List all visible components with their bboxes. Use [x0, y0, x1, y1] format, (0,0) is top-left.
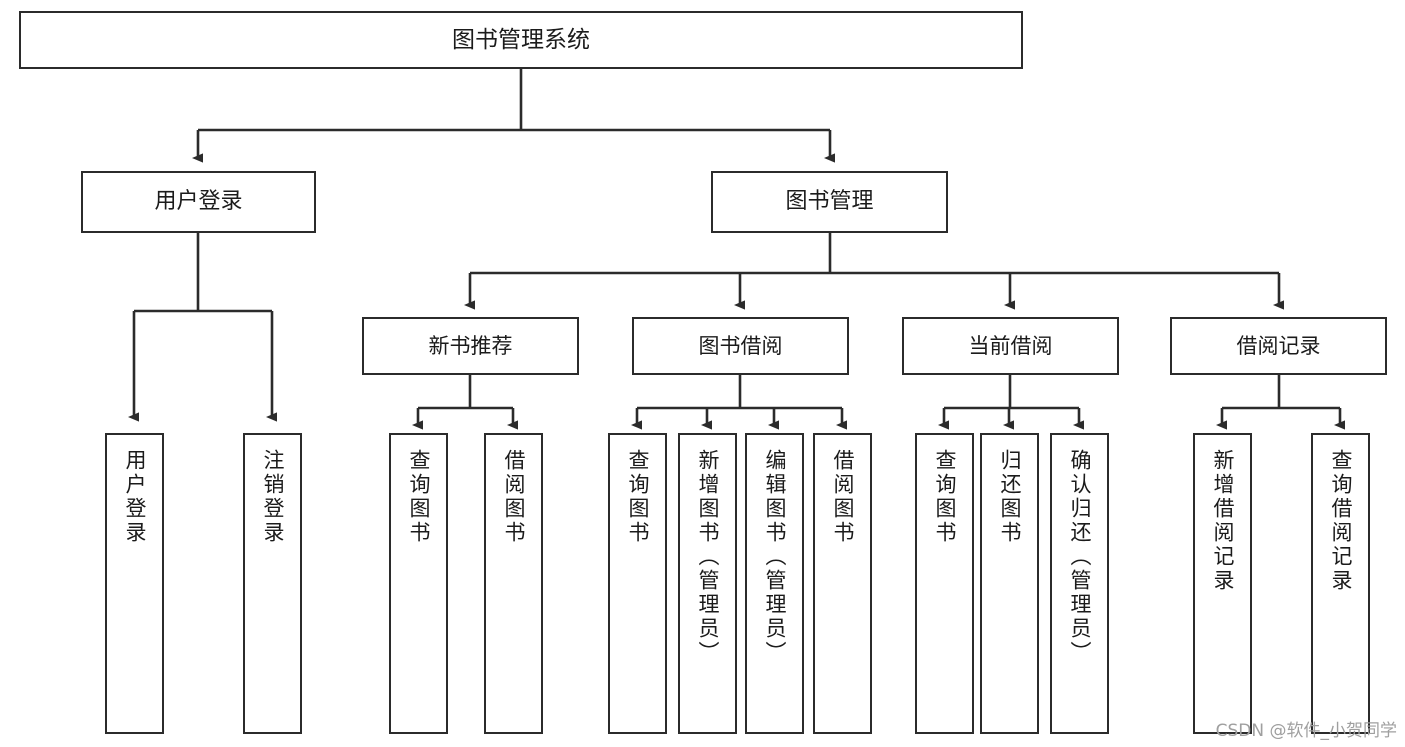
node-current-borrow[interactable]: 当前借阅 — [902, 317, 1119, 375]
node-new-book-recommend[interactable]: 新书推荐 — [362, 317, 579, 375]
node-label: 当前借阅 — [968, 333, 1053, 358]
node-label: 用户登录 — [154, 189, 243, 215]
node-label: 借阅记录 — [1236, 333, 1321, 358]
leaf-query-borrow-record[interactable]: 查询借阅记录 — [1311, 433, 1370, 734]
node-root-book-management-system[interactable]: 图书管理系统 — [19, 11, 1023, 69]
node-label: 新书推荐 — [428, 333, 513, 358]
node-label: 图书管理 — [785, 189, 874, 215]
leaf-add-borrow-record[interactable]: 新增借阅记录 — [1193, 433, 1252, 734]
leaf-label: 归还图书 — [998, 449, 1022, 545]
leaf-label: 查询图书 — [626, 449, 650, 545]
node-user-login[interactable]: 用户登录 — [81, 171, 316, 233]
node-label: 图书借阅 — [698, 333, 783, 358]
leaf-return-book[interactable]: 归还图书 — [980, 433, 1039, 734]
node-label: 图书管理系统 — [452, 26, 590, 53]
node-book-borrow[interactable]: 图书借阅 — [632, 317, 849, 375]
node-book-management[interactable]: 图书管理 — [711, 171, 948, 233]
leaf-label: 编辑图书（管理员） — [763, 449, 787, 665]
watermark: CSDN @软件_小贺同学 — [1215, 721, 1397, 741]
node-borrow-record[interactable]: 借阅记录 — [1170, 317, 1387, 375]
leaf-edit-book-admin[interactable]: 编辑图书（管理员） — [745, 433, 804, 734]
leaf-label: 新增借阅记录 — [1211, 449, 1235, 593]
leaf-user-login[interactable]: 用户登录 — [105, 433, 164, 734]
leaf-query-book-current[interactable]: 查询图书 — [915, 433, 974, 734]
leaf-label: 查询图书 — [407, 449, 431, 545]
leaf-logout[interactable]: 注销登录 — [243, 433, 302, 734]
leaf-borrow-book[interactable]: 借阅图书 — [813, 433, 872, 734]
leaf-label: 查询借阅记录 — [1329, 449, 1353, 593]
leaf-label: 查询图书 — [933, 449, 957, 545]
leaf-label: 借阅图书 — [831, 449, 855, 545]
leaf-label: 借阅图书 — [502, 449, 526, 545]
leaf-borrow-book-recommend[interactable]: 借阅图书 — [484, 433, 543, 734]
leaf-add-book-admin[interactable]: 新增图书（管理员） — [678, 433, 737, 734]
leaf-query-book-borrow[interactable]: 查询图书 — [608, 433, 667, 734]
leaf-label: 新增图书（管理员） — [696, 449, 720, 665]
leaf-label: 用户登录 — [123, 449, 147, 545]
leaf-query-book-recommend[interactable]: 查询图书 — [389, 433, 448, 734]
leaf-label: 确认归还（管理员） — [1068, 449, 1092, 665]
leaf-label: 注销登录 — [261, 449, 285, 545]
leaf-confirm-return-admin[interactable]: 确认归还（管理员） — [1050, 433, 1109, 734]
